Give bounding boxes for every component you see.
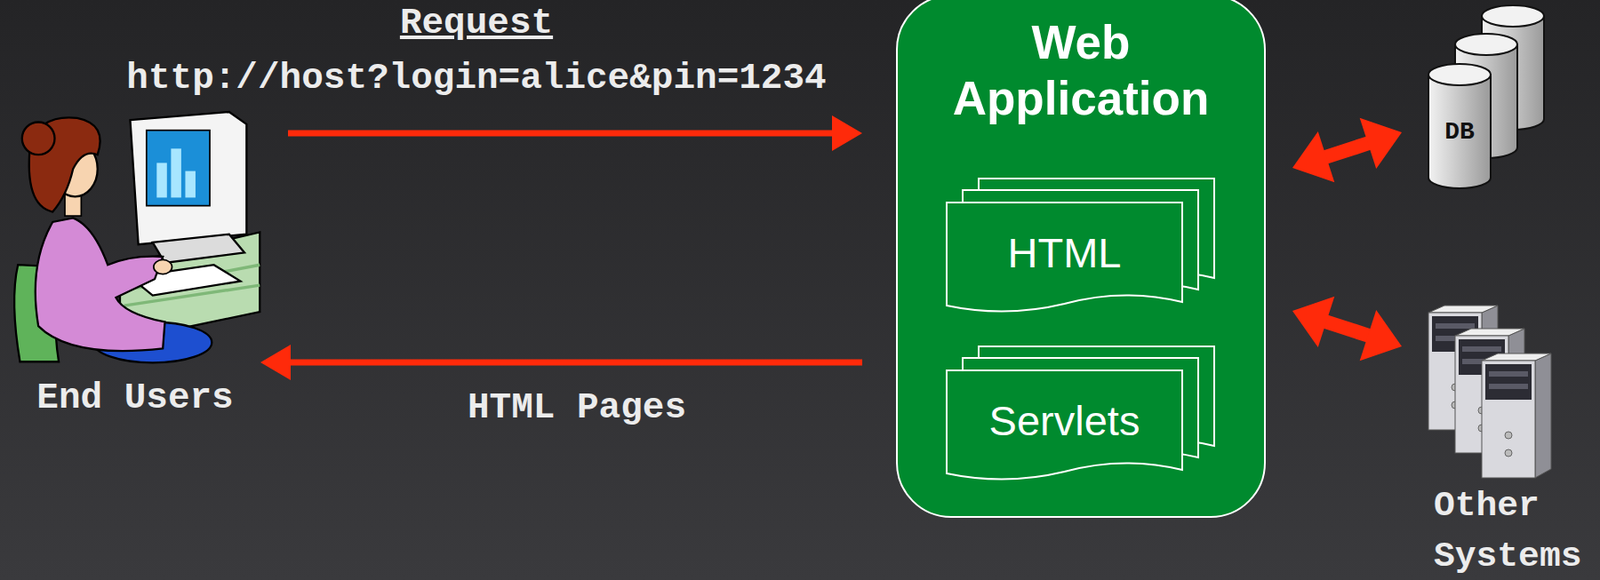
connector-arrow (1292, 118, 1402, 183)
connector-line (1324, 143, 1370, 158)
document-stack: Servlets (946, 346, 1216, 480)
server-stack: Other Systems (1428, 305, 1598, 580)
illustration-part (146, 130, 210, 207)
connector-arrow (288, 115, 863, 152)
drive-slot (1435, 323, 1475, 329)
edge-label: Request (400, 2, 553, 44)
server-top (1428, 305, 1498, 313)
text-holder: Servlets (946, 370, 1183, 471)
database-stack: DB (1428, 5, 1544, 194)
user-illustration (14, 112, 260, 363)
illustration-part (170, 148, 181, 198)
document-page (946, 202, 1183, 312)
server-front (1481, 360, 1536, 479)
arrow-head (1360, 310, 1402, 361)
document-stack: HTML (946, 178, 1216, 312)
text-holder: End Users (9, 378, 261, 418)
illustration-part (153, 259, 173, 274)
drive-panel (1485, 364, 1532, 400)
illustration-part (22, 121, 56, 155)
label-holder: http://host?login=alice&pin=1234 (126, 57, 826, 99)
arrow-head (1360, 118, 1402, 169)
edge-label: HTML Pages (467, 387, 687, 429)
text-holder: Web Application (929, 14, 1232, 127)
text-holder: Other Systems (1433, 480, 1594, 580)
server-top (1455, 328, 1525, 336)
server-side (1535, 353, 1552, 479)
cylinder-body (1428, 74, 1491, 189)
document-page (946, 370, 1183, 480)
connector-arrow (1292, 296, 1402, 361)
drive-slot (1462, 346, 1502, 352)
connector-line (288, 360, 863, 367)
drive-slot (1488, 371, 1528, 377)
node-label: HTML (1008, 228, 1122, 278)
illustration-part (156, 162, 167, 198)
label-holder: HTML Pages (467, 387, 687, 429)
server-top (1481, 353, 1552, 361)
node-label: End Users (36, 377, 233, 419)
database-stack-outline (1428, 5, 1544, 194)
arrow-head (832, 115, 863, 152)
illustration-part (129, 112, 247, 245)
node-label: Other Systems (1433, 480, 1594, 580)
web-app-box: Web ApplicationHTML Servlets (896, 0, 1266, 519)
request-url: http://host?login=alice&pin=1234 (126, 57, 826, 99)
arrow-head (1292, 296, 1335, 348)
arrow-head (1292, 131, 1335, 183)
drive-slot (1488, 384, 1528, 390)
arrow-head (260, 344, 291, 381)
text-holder: HTML (946, 202, 1183, 303)
label-holder: Request (400, 2, 553, 44)
illustration-part (35, 217, 166, 352)
connector-line (288, 130, 834, 137)
cylinder-top (1481, 5, 1544, 27)
node-label: Servlets (989, 396, 1141, 446)
cylinder-top (1455, 33, 1518, 56)
node-label: DB (1444, 118, 1475, 146)
text-holder: DB (1428, 115, 1491, 148)
node-label: Web Application (929, 14, 1232, 127)
server-button (1504, 432, 1512, 440)
illustration-part (184, 171, 195, 199)
connector-arrow (260, 344, 863, 381)
server-button (1504, 449, 1512, 457)
cylinder-top (1428, 64, 1491, 86)
illustration-part (152, 234, 245, 264)
user-node: End Users (9, 112, 261, 436)
connector-line (1324, 321, 1370, 336)
